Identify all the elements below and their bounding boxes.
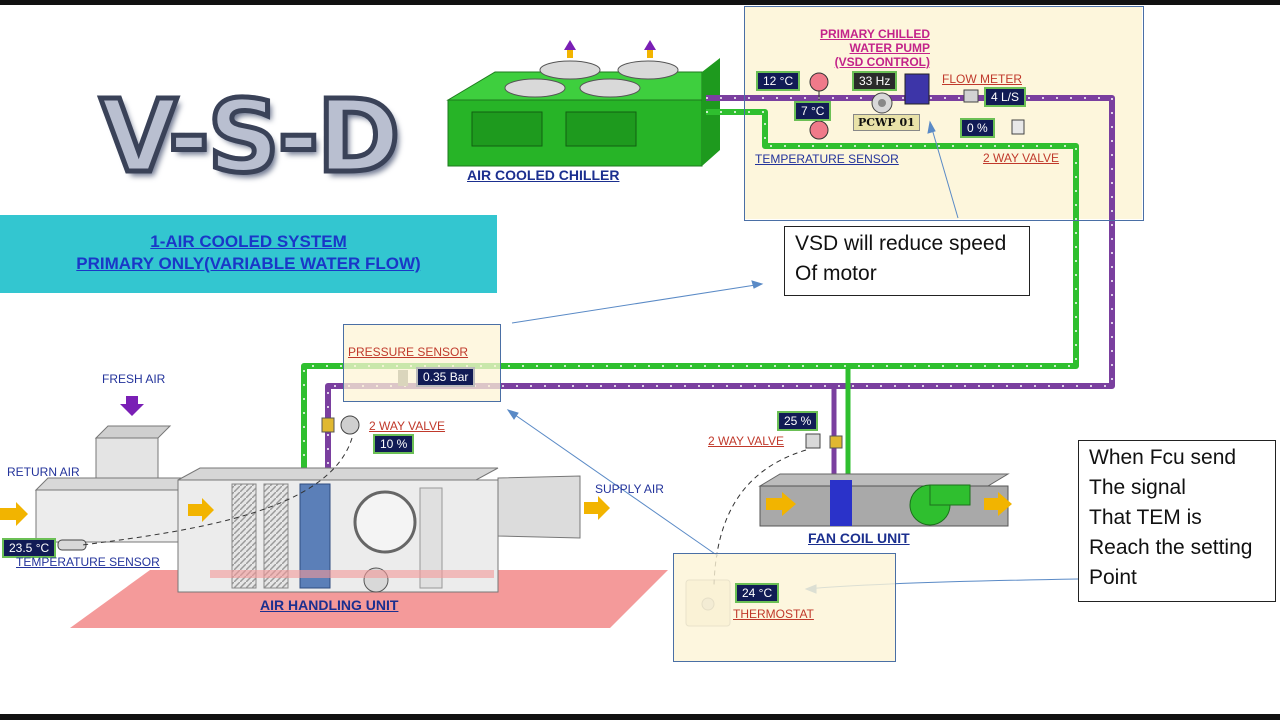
pump-label-line-2: WATER PUMP xyxy=(849,41,930,55)
pump-label-line-1: PRIMARY CHILLED xyxy=(819,27,930,41)
fresh-air-label: FRESH AIR xyxy=(102,372,166,386)
pump-label: PRIMARY CHILLED WATER PUMP (VSD CONTROL) xyxy=(800,27,930,69)
pressure-sensor-panel xyxy=(343,324,501,402)
thermostat-readout: 24 °C xyxy=(735,583,780,603)
fcu-note: When Fcu send The signal That TEM is Rea… xyxy=(1078,440,1276,602)
ahu-label: AIR HANDLING UNIT xyxy=(260,597,399,613)
return-temp-readout: 7 °C xyxy=(794,101,832,121)
ahu-temp-readout: 23.5 °C xyxy=(2,538,57,558)
fcu-valve-readout: 25 % xyxy=(777,411,819,431)
valve-position-readout: 0 % xyxy=(960,118,995,138)
chiller-label: AIR COOLED CHILLER xyxy=(467,167,620,183)
pump-valve-label: 2 WAY VALVE xyxy=(983,151,1060,165)
flow-readout: 4 L/S xyxy=(984,87,1027,107)
supply-air-label: SUPPLY AIR xyxy=(595,482,664,496)
fcu-note-line-4: Reach the setting xyxy=(1089,536,1253,559)
thermostat-panel xyxy=(673,553,896,662)
system-line-1: 1-AIR COOLED SYSTEM xyxy=(150,232,347,251)
temperature-sensor-label: TEMPERATURE SENSOR xyxy=(755,152,899,166)
top-border xyxy=(0,0,1280,5)
frequency-readout: 33 Hz xyxy=(852,71,898,91)
system-banner: 1-AIR COOLED SYSTEM PRIMARY ONLY(VARIABL… xyxy=(0,215,497,293)
pump-label-line-3: (VSD CONTROL) xyxy=(834,55,930,69)
pressure-readout: 0.35 Bar xyxy=(416,367,476,387)
chiller-unit xyxy=(446,40,720,167)
fcu-valve-label: 2 WAY VALVE xyxy=(708,434,785,448)
fcu-note-line-3: That TEM is xyxy=(1089,506,1202,529)
page-title: V-S-D xyxy=(97,76,402,198)
fcu-note-line-5: Point xyxy=(1089,566,1137,589)
ahu-valve-label: 2 WAY VALVE xyxy=(369,419,446,433)
vsd-note: VSD will reduce speed Of motor xyxy=(784,226,1030,296)
pump-tag: PCWP 01 xyxy=(853,114,920,131)
thermostat-label: THERMOSTAT xyxy=(733,607,814,621)
pump-panel xyxy=(744,6,1144,221)
supply-temp-readout: 12 °C xyxy=(756,71,801,91)
fan-coil-unit-drawing xyxy=(758,473,1012,527)
ahu-temp-sensor-label: TEMPERATURE SENSOR xyxy=(16,555,160,569)
fcu-note-line-2: The signal xyxy=(1089,476,1186,499)
flow-meter-label: FLOW METER xyxy=(942,72,1022,86)
fcu-label: FAN COIL UNIT xyxy=(808,530,910,546)
ahu-valve-readout: 10 % xyxy=(373,434,415,454)
system-line-2: PRIMARY ONLY(VARIABLE WATER FLOW) xyxy=(76,254,421,273)
vsd-note-line-1: VSD will reduce speed xyxy=(795,232,1007,255)
pump-devices xyxy=(809,72,1025,140)
fcu-note-line-1: When Fcu send xyxy=(1089,446,1237,469)
pressure-sensor-label: PRESSURE SENSOR xyxy=(348,345,469,359)
vsd-note-line-2: Of motor xyxy=(795,262,877,285)
airflow-arrows xyxy=(0,396,610,526)
bottom-border xyxy=(0,714,1280,720)
return-air-label: RETURN AIR xyxy=(7,465,80,479)
